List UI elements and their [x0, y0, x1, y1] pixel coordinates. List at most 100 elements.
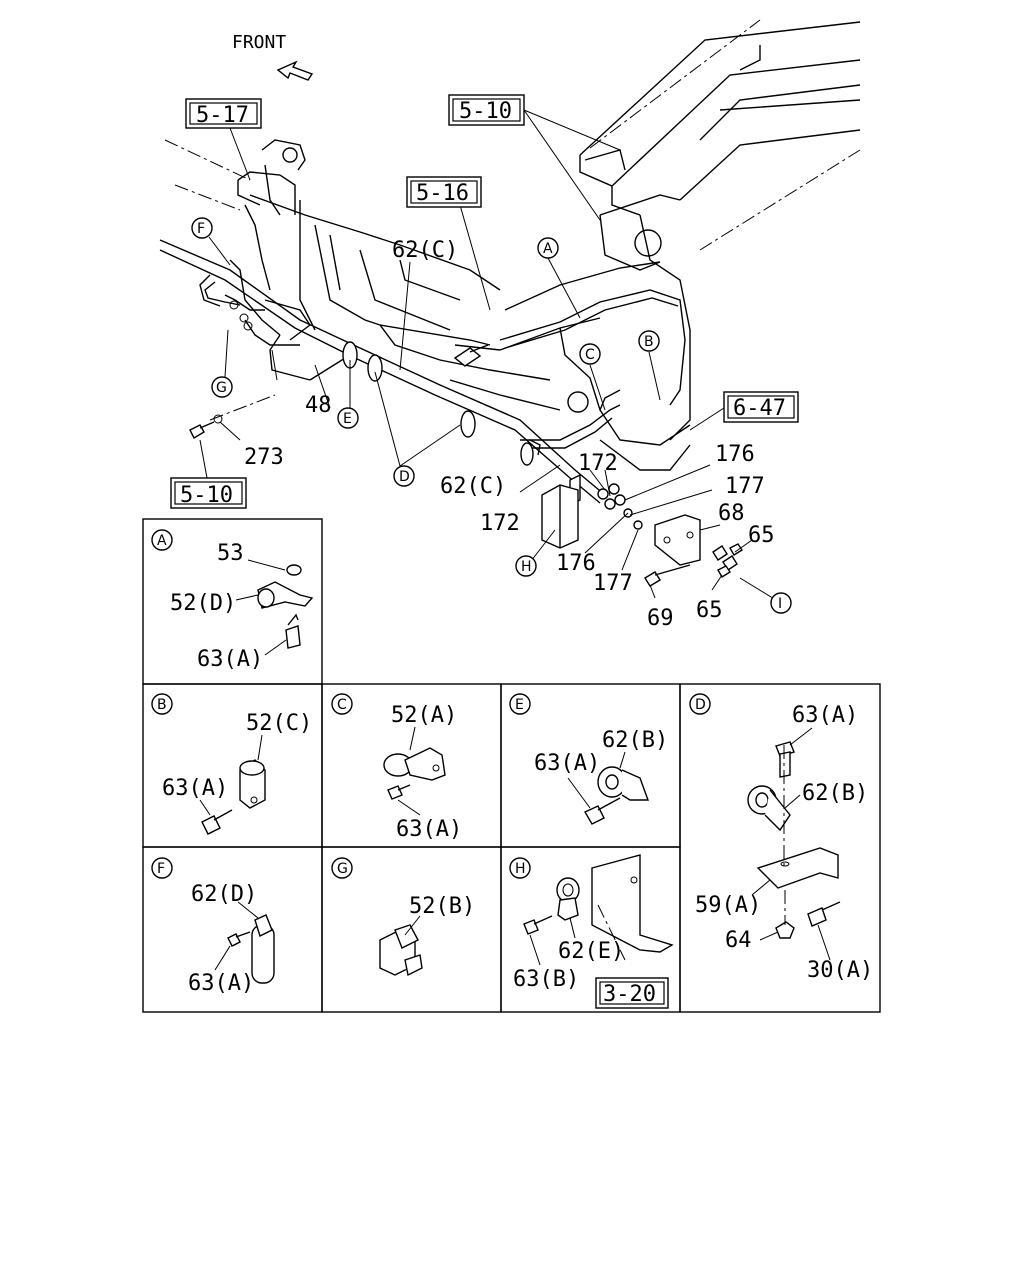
ref-box-5-10-top[interactable]: 5-10 [448, 94, 525, 126]
svg-text:6-47: 6-47 [733, 396, 786, 421]
callout-d[interactable]: D [393, 465, 415, 487]
leader-lines [199, 109, 777, 601]
callout-i[interactable]: I [770, 592, 792, 614]
label-65-top: 65 [748, 523, 775, 548]
callout-a[interactable]: A [537, 237, 559, 259]
nut-64-icon [775, 921, 795, 939]
callout-b[interactable]: B [638, 330, 660, 352]
panel-b: B 52(C) 63(A) [151, 693, 312, 835]
label-172-bottom: 172 [480, 511, 520, 536]
svg-text:63(A): 63(A) [396, 817, 462, 842]
label-65-bottom: 65 [696, 598, 723, 623]
bolt-63a-e-icon [584, 797, 621, 825]
svg-text:D: D [399, 469, 410, 485]
svg-text:F: F [157, 861, 165, 877]
svg-text:D: D [695, 697, 706, 713]
label-69: 69 [647, 606, 674, 631]
svg-text:B: B [644, 334, 654, 350]
bracket-59a-icon [756, 847, 839, 889]
clip-52b-icon [379, 924, 423, 977]
label-176-bottom: 176 [556, 551, 596, 576]
svg-text:62(B): 62(B) [802, 781, 868, 806]
svg-text:5-10: 5-10 [180, 483, 233, 508]
svg-text:G: G [337, 861, 348, 877]
callout-h[interactable]: H [515, 555, 537, 577]
svg-text:5-16: 5-16 [416, 181, 469, 206]
callout-f[interactable]: F [191, 217, 213, 239]
svg-text:B: B [157, 697, 167, 713]
svg-text:A: A [543, 241, 553, 257]
grommet-62b-icon [597, 766, 649, 801]
bolt-63a-b-icon [201, 809, 233, 835]
clip-62d-icon [251, 914, 275, 984]
svg-text:62(D): 62(D) [191, 882, 257, 907]
pipe-fittings [597, 483, 643, 530]
svg-text:59(A): 59(A) [695, 893, 761, 918]
label-62c-bottom: 62(C) [440, 474, 506, 499]
clip-62e-icon [556, 877, 580, 921]
ref-box-5-16[interactable]: 5-16 [406, 176, 482, 208]
svg-text:52(B): 52(B) [409, 894, 475, 919]
panel-f: F 62(D) 63(A) [151, 857, 275, 996]
panel-a: A 53 52(D) 63(A) [151, 529, 314, 672]
ref-box-5-17[interactable]: 5-17 [185, 98, 262, 129]
ref-box-5-10-bottom[interactable]: 5-10 [170, 477, 247, 509]
label-68: 68 [718, 501, 745, 526]
svg-text:5-17: 5-17 [196, 103, 249, 128]
label-48: 48 [305, 393, 332, 418]
svg-text:H: H [515, 861, 526, 877]
svg-text:53: 53 [217, 541, 244, 566]
panel-e: E 62(B) 63(A) [509, 693, 668, 825]
bracket-68 [654, 514, 701, 566]
side-members [164, 139, 561, 411]
label-177-top: 177 [725, 474, 765, 499]
ref-box-3-20[interactable]: 3-20 [595, 977, 669, 1009]
detail-panel-grid [142, 518, 881, 1013]
svg-text:52(D): 52(D) [170, 591, 236, 616]
svg-text:E: E [515, 697, 524, 713]
label-177-bottom: 177 [593, 571, 633, 596]
clip-52c-icon [239, 759, 266, 809]
svg-text:63(A): 63(A) [197, 647, 263, 672]
svg-text:5-10: 5-10 [459, 99, 512, 124]
bolt-30a-icon [807, 901, 841, 927]
callout-c[interactable]: C [579, 343, 601, 365]
panel-c: C 52(A) 63(A) [331, 693, 462, 842]
svg-text:30(A): 30(A) [807, 958, 873, 983]
svg-text:I: I [778, 596, 782, 612]
bracket-h-detail-icon [591, 854, 674, 953]
panel-d: D 63(A) 62(B) 59(A) 64 30(A) [689, 693, 873, 983]
ref-box-6-47[interactable]: 6-47 [723, 391, 799, 423]
label-273: 273 [244, 445, 284, 470]
svg-text:C: C [337, 697, 347, 713]
front-arrow-icon [276, 60, 314, 81]
svg-text:E: E [343, 411, 352, 427]
label-62c-top: 62(C) [392, 238, 458, 263]
svg-text:63(A): 63(A) [792, 703, 858, 728]
bolt-63b-icon [523, 915, 553, 935]
svg-text:62(E): 62(E) [558, 939, 624, 964]
svg-text:52(A): 52(A) [391, 703, 457, 728]
bolt-63a-icon [285, 613, 301, 649]
svg-text:63(A): 63(A) [188, 971, 254, 996]
bracket-h [541, 484, 579, 549]
svg-text:H: H [521, 559, 532, 575]
svg-text:G: G [216, 380, 227, 396]
svg-text:F: F [197, 221, 205, 237]
bolt-63a-f-icon [227, 931, 251, 947]
callout-g[interactable]: G [211, 376, 233, 398]
label-172-top: 172 [578, 451, 618, 476]
main-bolts [189, 300, 743, 587]
bolt-63a-d-icon [775, 741, 795, 778]
clip-52d-icon [257, 564, 314, 609]
clip-52a-icon [383, 747, 446, 781]
callout-e[interactable]: E [337, 407, 359, 429]
brake-pipes [159, 239, 686, 530]
chassis-frame [454, 19, 861, 471]
panel-g: G 52(B) [331, 857, 475, 977]
main-part-labels: 62(C) 48 273 176 177 172 62(C) 172 176 1… [244, 238, 775, 631]
svg-text:C: C [585, 347, 595, 363]
svg-text:62(B): 62(B) [602, 728, 668, 753]
